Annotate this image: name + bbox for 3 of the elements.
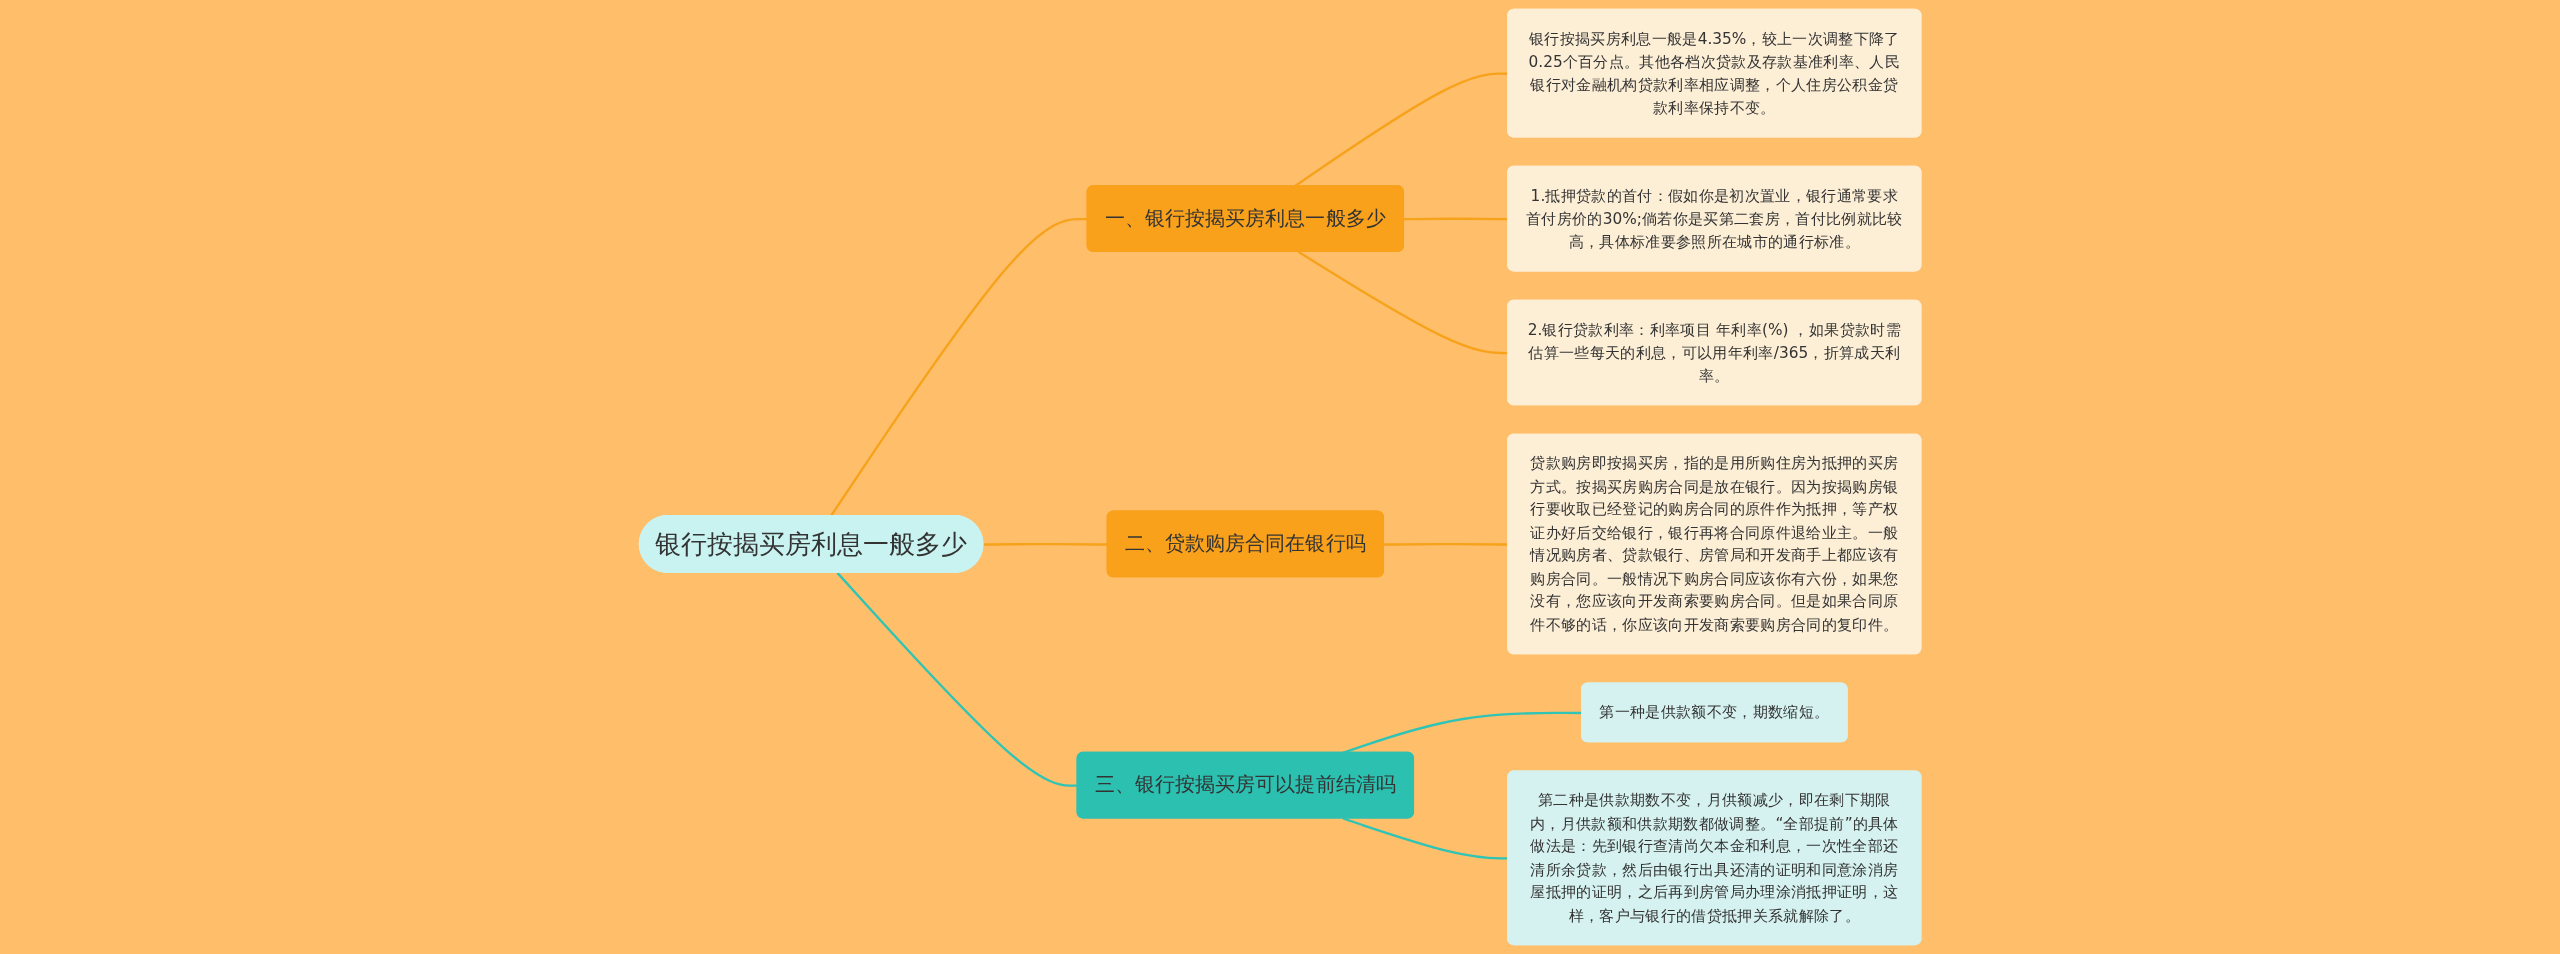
connector [836, 572, 1078, 787]
connector [829, 217, 1088, 517]
connector [983, 542, 1108, 546]
